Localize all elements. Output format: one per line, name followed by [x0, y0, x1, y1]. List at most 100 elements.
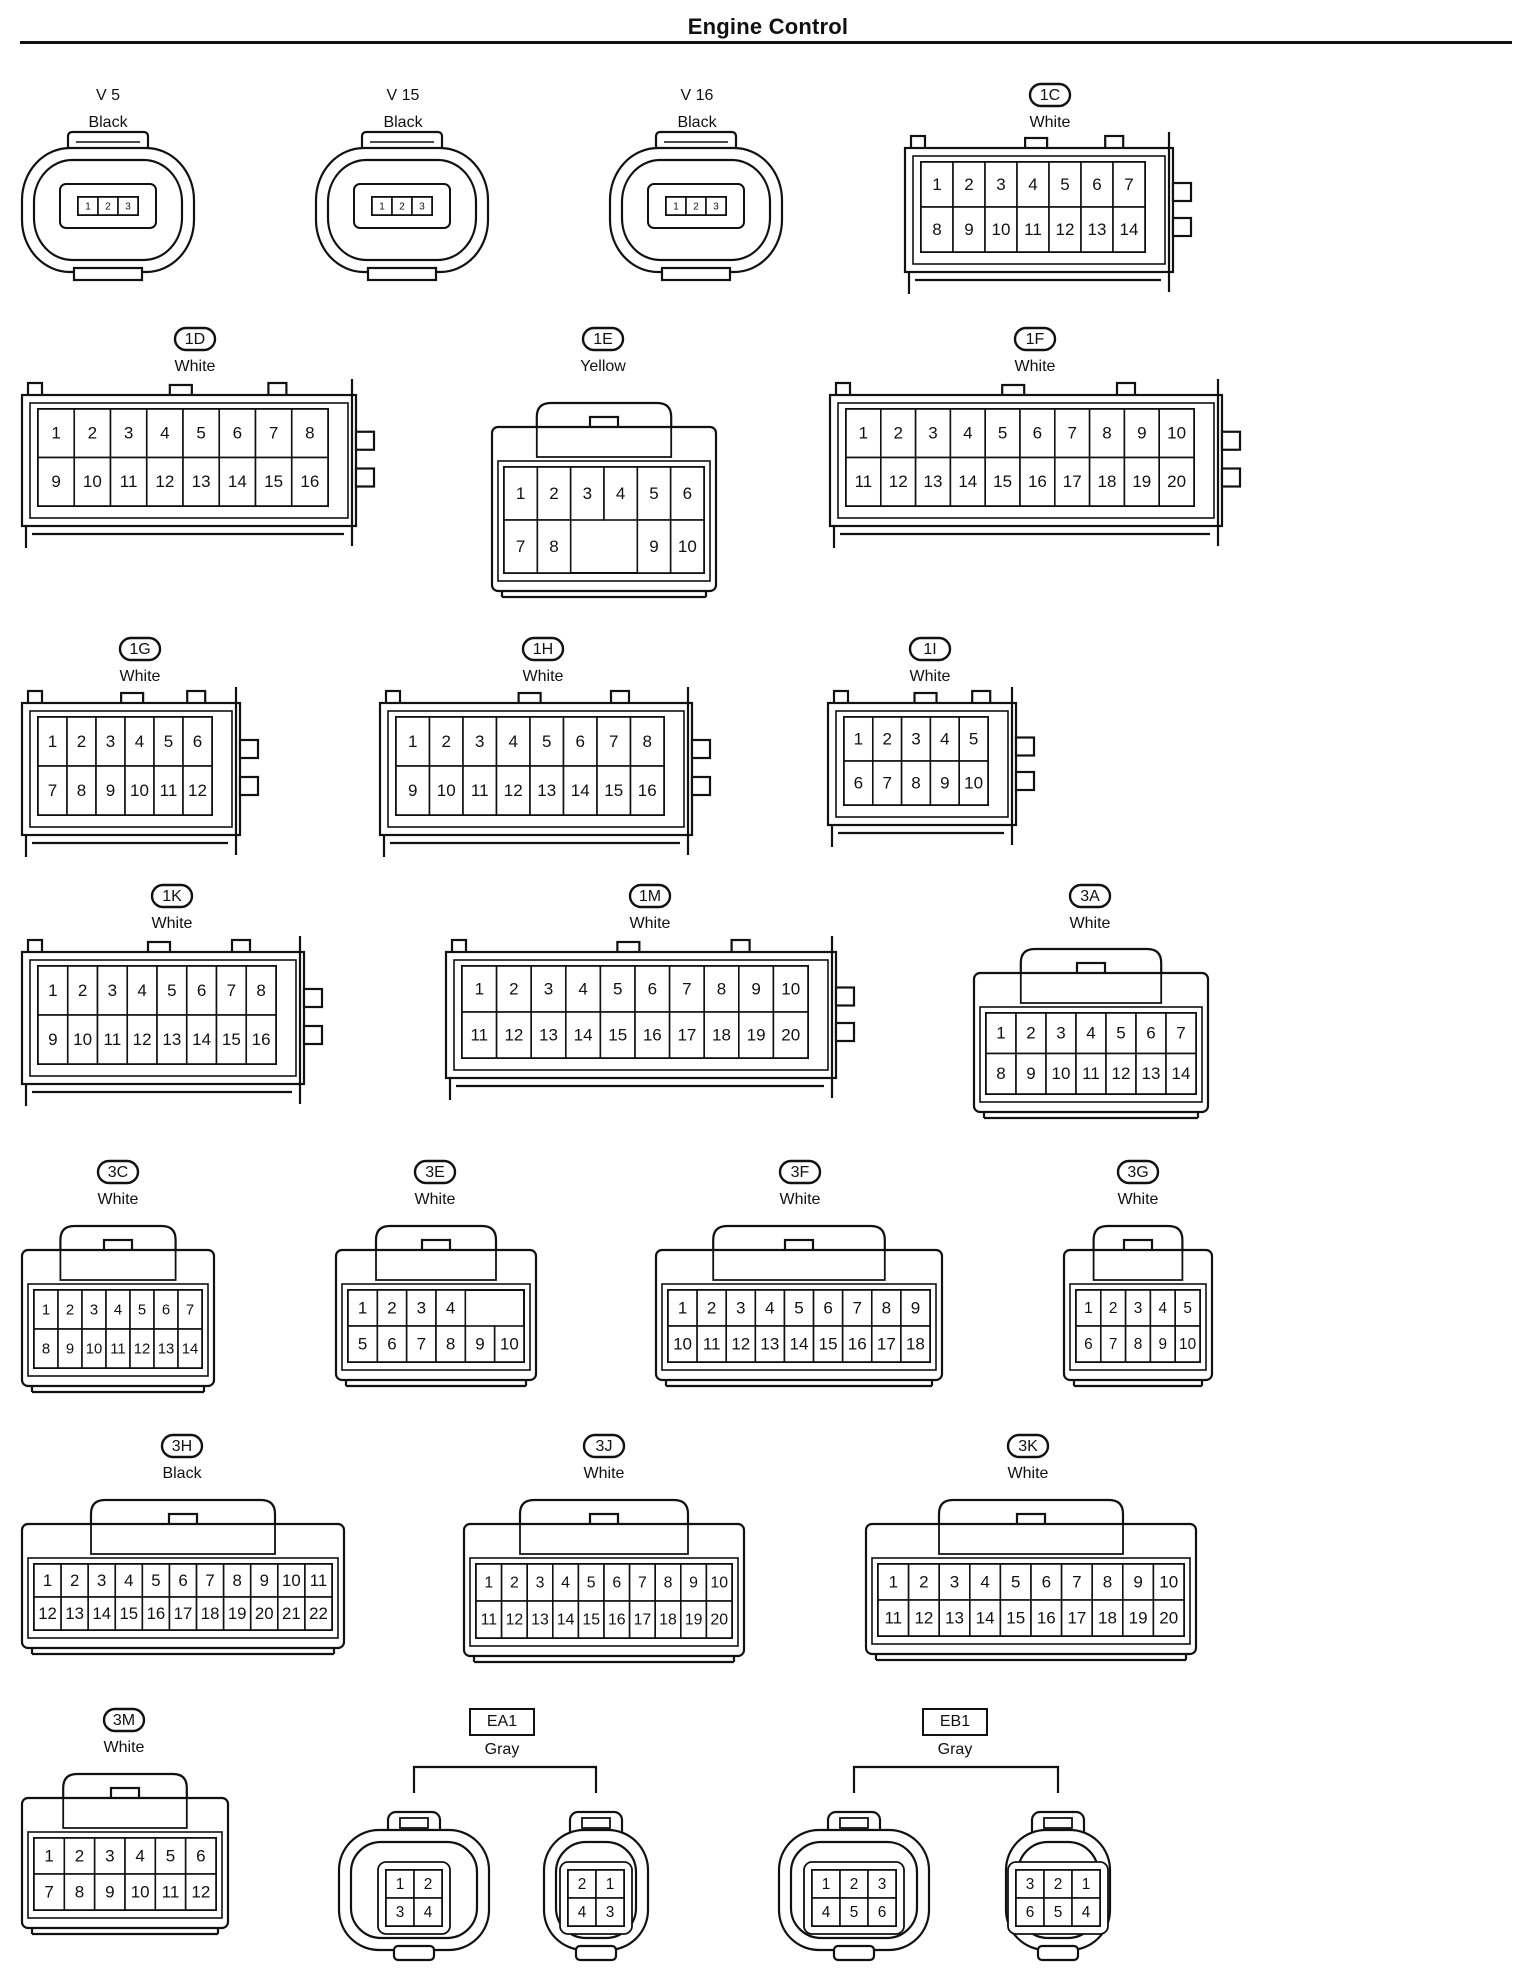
- pin-number: 8: [446, 1334, 455, 1353]
- pin-cell: [668, 1011, 705, 1059]
- pin-number: 5: [1183, 1300, 1192, 1317]
- pin-cell: [195, 1596, 225, 1631]
- pin-number: 2: [549, 484, 558, 503]
- pin-cell: [1015, 1897, 1045, 1927]
- pin-cell: [290, 408, 329, 459]
- connector-code: V 15: [387, 87, 420, 104]
- pin-number: 13: [1142, 1064, 1161, 1083]
- pin-number: 6: [878, 1904, 887, 1921]
- pin-number: 7: [1124, 175, 1133, 194]
- pin-number: 12: [914, 1608, 933, 1627]
- pin-number: 8: [1102, 424, 1111, 443]
- pin-cell: [907, 1599, 940, 1637]
- pin-number: 8: [932, 220, 941, 239]
- pin-number: 5: [587, 1575, 596, 1592]
- pin-number: 1: [42, 1302, 50, 1318]
- connector-code-badge: [1068, 883, 1112, 909]
- connector-code-badge: [1013, 326, 1057, 352]
- connector-code-badge: [150, 883, 194, 909]
- pin-number: 9: [51, 472, 60, 491]
- connector-color: White: [1008, 1465, 1049, 1482]
- pin-cell: [914, 456, 952, 507]
- pin-number: 5: [164, 732, 173, 751]
- pin-cell: [629, 765, 665, 816]
- pin-number: 3: [417, 1298, 426, 1317]
- connector-color: Gray: [938, 1741, 973, 1758]
- pin-cell: [1045, 1052, 1077, 1095]
- pin-number: 16: [608, 1612, 626, 1629]
- pin-cell: [254, 456, 293, 507]
- pin-number: 15: [993, 472, 1012, 491]
- pin-number: 10: [1052, 1064, 1071, 1083]
- pin-cell: [1149, 1289, 1177, 1327]
- pin-cell: [93, 1837, 126, 1875]
- pin-number: 5: [969, 729, 978, 748]
- pin-number: 4: [561, 1575, 570, 1592]
- pin-number: 20: [710, 1612, 728, 1629]
- pin-cell: [1123, 456, 1161, 507]
- pin-cell: [603, 466, 639, 521]
- pin-number: 16: [300, 472, 319, 491]
- pin-number: 2: [693, 202, 699, 213]
- pin-number: 10: [1159, 1572, 1178, 1591]
- pin-cell: [636, 519, 672, 574]
- pin-cell: [182, 765, 213, 816]
- pin-number: 1: [51, 424, 60, 443]
- pin-number: 4: [616, 484, 625, 503]
- connector-color: White: [780, 1191, 821, 1208]
- pin-number: 11: [471, 781, 489, 800]
- pin-number: 17: [677, 1025, 696, 1044]
- pin-cell: [461, 1011, 498, 1059]
- connector-code: 3F: [791, 1164, 810, 1181]
- pin-cell: [66, 965, 99, 1016]
- pin-cell: [634, 965, 671, 1013]
- connector-code-badge: [582, 1433, 626, 1459]
- pin-cell: [81, 1328, 107, 1369]
- connector-code: 3G: [1127, 1164, 1148, 1181]
- connector-code-badge: [173, 326, 217, 352]
- pin-number: 13: [192, 472, 211, 491]
- pin-cell: [114, 1563, 144, 1598]
- pin-number: 5: [1054, 1904, 1063, 1921]
- pin-cell: [629, 716, 665, 767]
- pin-number: 3: [928, 424, 937, 443]
- pin-number: 5: [850, 1904, 859, 1921]
- pin-number: 7: [682, 979, 691, 998]
- connector-code-box: [922, 1708, 988, 1736]
- pin-cell: [1080, 206, 1114, 253]
- pin-number: 2: [442, 732, 451, 751]
- pin-number: 3: [90, 1302, 98, 1318]
- pin-cell: [105, 1289, 131, 1330]
- pin-number: 2: [105, 202, 111, 213]
- connector-code: 1G: [129, 641, 150, 658]
- pin-number: 17: [1067, 1608, 1086, 1627]
- pin-cell: [984, 408, 1021, 459]
- pin-number: 12: [731, 1334, 750, 1353]
- connector-color: White: [1030, 114, 1071, 131]
- pin-cell: [168, 1563, 198, 1598]
- pin-cell: [530, 1011, 567, 1059]
- pin-cell: [907, 1563, 940, 1601]
- connector-color: White: [1118, 1191, 1159, 1208]
- pin-number: 1: [379, 202, 385, 213]
- connector-code: 1F: [1026, 331, 1045, 348]
- pin-number: 13: [539, 1025, 558, 1044]
- pin-number: 15: [264, 472, 283, 491]
- connector-color: Yellow: [580, 358, 626, 375]
- pin-number: 11: [1024, 220, 1042, 239]
- pin-number: 4: [509, 732, 518, 751]
- pin-number: 3: [124, 424, 133, 443]
- pin-number: 1: [44, 1846, 53, 1865]
- pin-number: 2: [88, 424, 97, 443]
- pin-cavity-empty: [572, 522, 602, 571]
